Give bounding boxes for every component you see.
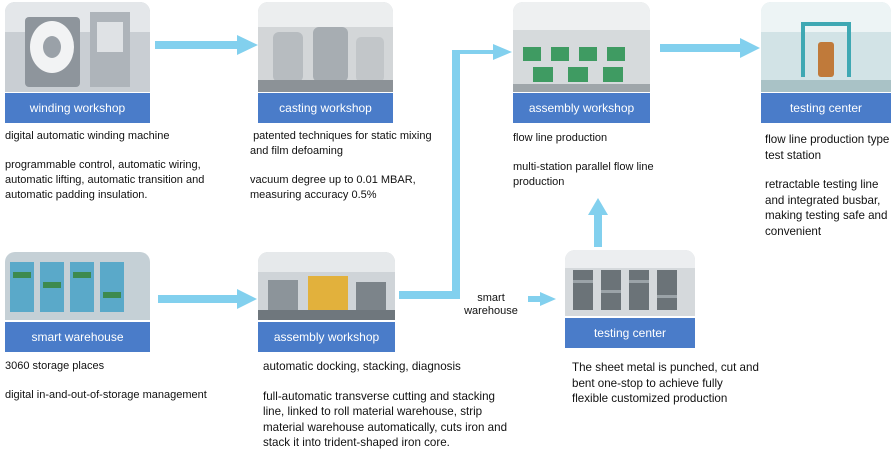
casting-equipment-photo xyxy=(258,2,393,92)
testing-center-bottom-banner: testing center xyxy=(565,318,695,348)
testing-top-line-1: flow line production type test station xyxy=(765,133,890,162)
casting-workshop-description: patented techniques for static mixing an… xyxy=(250,129,450,203)
sheet-metal-line-photo xyxy=(565,250,695,316)
assembly-bottom-line-2: full-automatic transverse cutting and st… xyxy=(263,389,508,450)
arrow-to-testing-bottom xyxy=(528,292,556,306)
winding-machine-photo xyxy=(5,2,150,92)
smart-warehouse-description: 3060 storage places digital in-and-out-o… xyxy=(5,359,245,403)
arrow-to-assembly-top xyxy=(452,44,512,60)
casting-workshop-banner: casting workshop xyxy=(258,93,393,123)
testing-center-bottom-description: The sheet metal is punched, cut and bent… xyxy=(572,360,762,407)
assembly-workshop-bottom-banner: assembly workshop xyxy=(258,322,395,352)
warehouse-line-2: digital in-and-out-of-storage management xyxy=(5,389,207,401)
testing-center-top-description: flow line production type test station r… xyxy=(765,132,893,239)
core-assembly-photo xyxy=(258,252,395,320)
winding-workshop-banner: winding workshop xyxy=(5,93,150,123)
assembly-workshop-top-description: flow line production multi-station paral… xyxy=(513,131,673,190)
warehouse-line-1: 3060 storage places xyxy=(5,360,105,372)
arrow-winding-to-casting xyxy=(155,35,258,55)
arrow-vertical-connector xyxy=(452,50,460,299)
winding-line-2: programmable control, automatic wiring, … xyxy=(5,159,205,201)
assembly-line-photo xyxy=(513,2,650,92)
arrow-testing-up xyxy=(588,198,608,247)
assembly-workshop-bottom-description: automatic docking, stacking, diagnosis f… xyxy=(263,359,508,451)
casting-line-1: patented techniques for static mixing an… xyxy=(250,130,435,157)
arrow-assembly-to-testing xyxy=(660,38,760,58)
smart-warehouse-banner: smart warehouse xyxy=(5,322,150,352)
smart-warehouse-photo xyxy=(5,252,150,320)
winding-workshop-description: digital automatic winding machine progra… xyxy=(5,129,235,203)
smart-warehouse-flow-label: smart warehouse xyxy=(464,292,518,317)
testing-station-photo xyxy=(761,2,891,92)
arrow-warehouse-to-assembly xyxy=(158,289,257,309)
assembly-top-line-2: multi-station parallel flow line product… xyxy=(513,161,654,188)
winding-line-1: digital automatic winding machine xyxy=(5,130,170,142)
arrow-bottom-elbow xyxy=(399,291,460,299)
assembly-bottom-line-1: automatic docking, stacking, diagnosis xyxy=(263,360,461,373)
testing-center-top-banner: testing center xyxy=(761,93,891,123)
assembly-workshop-top-banner: assembly workshop xyxy=(513,93,650,123)
assembly-top-line-1: flow line production xyxy=(513,132,608,144)
testing-bottom-line-1: The sheet metal is punched, cut and bent… xyxy=(572,361,759,405)
casting-line-2: vacuum degree up to 0.01 MBAR, measuring… xyxy=(250,174,416,201)
testing-top-line-2: retractable testing line and integrated … xyxy=(765,178,888,238)
